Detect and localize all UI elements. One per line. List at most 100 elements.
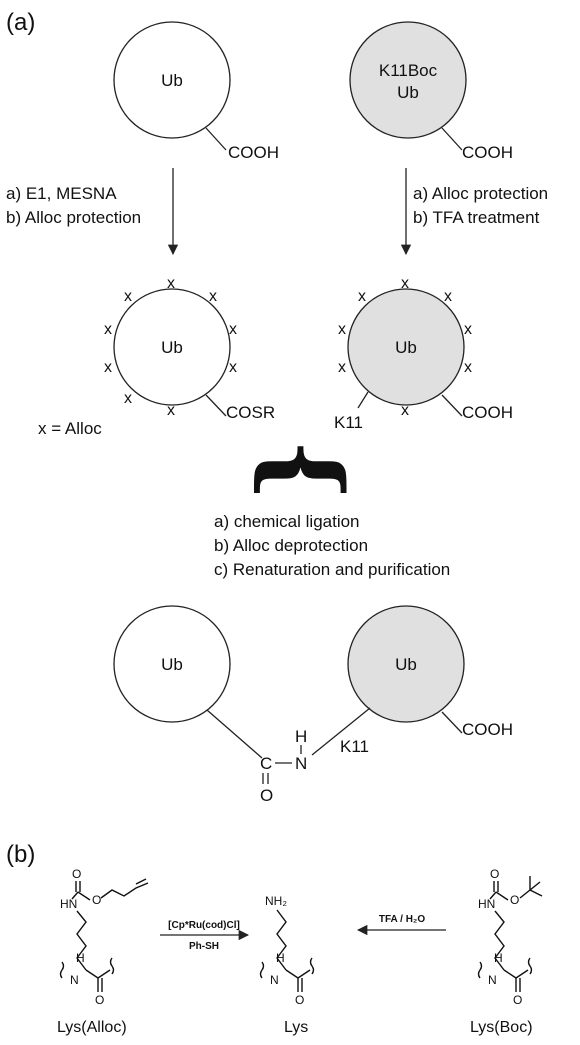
- atom-o: O: [92, 893, 101, 907]
- ub-label: Ub: [397, 83, 419, 102]
- k11-label: K11: [340, 737, 369, 756]
- carbonyl-o: O: [260, 786, 273, 805]
- ub-circle-grey: [347, 288, 465, 406]
- atom-h: H: [494, 951, 503, 965]
- tbu-methyl: [529, 889, 543, 897]
- ub-circle-white: [113, 21, 231, 139]
- ub-k11boc-top: K11Boc Ub COOH: [349, 21, 513, 162]
- alloc-mark: x: [104, 359, 112, 376]
- lys-boc-name: Lys(Boc): [470, 1019, 533, 1036]
- left-step-2: b) Alloc protection: [6, 208, 141, 227]
- amide-h: H: [295, 727, 307, 746]
- ligation-step-2: b) Alloc deprotection: [214, 536, 368, 555]
- alloc-mark: x: [444, 288, 452, 305]
- cooh-label: COOH: [462, 143, 513, 162]
- merge-brace: }: [236, 438, 354, 502]
- k11boc-label: K11Boc: [379, 61, 438, 80]
- ub-label: Ub: [395, 338, 417, 357]
- atom-n: N: [270, 973, 279, 987]
- c-term-line: [441, 711, 463, 734]
- c-term-line: [441, 394, 463, 417]
- atom-hn: HN: [478, 897, 495, 911]
- alloc-mark: x: [338, 359, 346, 376]
- n-to-ub-line: [311, 707, 371, 756]
- lys-alloc-structure: O HN O O H N: [59, 867, 149, 1007]
- atom-h: H: [276, 951, 285, 965]
- k11-label: K11: [334, 413, 363, 432]
- bond: [77, 891, 91, 901]
- c-term-line: [205, 394, 227, 417]
- right-step-1: a) Alloc protection: [413, 184, 548, 203]
- cooh-label: COOH: [228, 143, 279, 162]
- ligation-step-1: a) chemical ligation: [214, 512, 360, 531]
- k11-line: [357, 391, 369, 409]
- ub-circle-grey: [347, 605, 465, 723]
- allyl-chain: [100, 882, 149, 899]
- ub-circle-white: [113, 288, 231, 406]
- cosr-label: COSR: [226, 403, 275, 422]
- wavy-bond: [259, 961, 265, 979]
- reagent-ru: [Cp*Ru(cod)Cl]: [168, 920, 240, 931]
- atom-o: O: [72, 867, 81, 881]
- wavy-bond: [477, 961, 483, 979]
- reagent-tfa: TFA / H₂O: [379, 914, 426, 925]
- c-term-line: [441, 127, 463, 151]
- ligation-step-3: c) Renaturation and purification: [214, 560, 450, 579]
- atom-n: N: [488, 973, 497, 987]
- alloc-mark: x: [167, 275, 175, 292]
- alloc-mark: x: [124, 288, 132, 305]
- alloc-mark: x: [464, 321, 472, 338]
- alloc-mark: x: [209, 288, 217, 305]
- ub-label: Ub: [161, 338, 183, 357]
- right-step-2: b) TFA treatment: [413, 208, 540, 227]
- tbu-methyl: [529, 881, 541, 891]
- k11-diubiquitin: Ub Ub COOH C N H K11 O: [113, 605, 513, 805]
- alloc-mark: x: [464, 359, 472, 376]
- cooh-label: COOH: [462, 720, 513, 739]
- ub-label: Ub: [395, 655, 417, 674]
- wavy-bond: [309, 957, 315, 975]
- backbone: [85, 969, 111, 979]
- allyl-double-bond: [135, 878, 147, 885]
- bond: [489, 891, 497, 900]
- backbone: [503, 969, 529, 979]
- ub-left-top: Ub COOH: [113, 21, 279, 162]
- lys-boc-structure: O HN O O H N: [477, 867, 543, 1007]
- alloc-definition: x = Alloc: [38, 419, 102, 438]
- ub-label: Ub: [161, 655, 183, 674]
- lys-name: Lys: [284, 1019, 308, 1036]
- atom-nh2: NH₂: [265, 894, 287, 908]
- cooh-label: COOH: [462, 403, 513, 422]
- lys-side-chain: [494, 910, 505, 971]
- atom-o: O: [295, 993, 304, 1007]
- wavy-bond: [527, 957, 533, 975]
- alloc-mark: x: [401, 402, 409, 419]
- atom-hn: HN: [60, 897, 77, 911]
- bond: [495, 891, 509, 901]
- ub-circle-white: [113, 605, 231, 723]
- lys-side-chain: [76, 910, 87, 971]
- alloc-mark: x: [167, 402, 175, 419]
- alloc-mark: x: [229, 321, 237, 338]
- wavy-bond: [109, 957, 115, 975]
- tbu-bond: [519, 889, 531, 899]
- bond: [71, 891, 79, 900]
- alloc-mark: x: [358, 288, 366, 305]
- ub-circle-grey: [349, 21, 467, 139]
- c-term-line: [205, 127, 227, 151]
- atom-o: O: [95, 993, 104, 1007]
- alloc-mark: x: [124, 390, 132, 407]
- lys-structure: NH₂ O H N: [259, 894, 315, 1007]
- ub-k11-protected: Ub x x x x x x x x K11 COOH: [334, 275, 513, 432]
- lys-alloc-name: Lys(Alloc): [57, 1019, 127, 1036]
- alloc-marks: x x x x x x x x: [338, 275, 472, 419]
- atom-h: H: [76, 951, 85, 965]
- left-step-1: a) E1, MESNA: [6, 184, 117, 203]
- alloc-mark: x: [229, 359, 237, 376]
- backbone: [285, 969, 311, 979]
- wavy-bond: [59, 961, 65, 979]
- panel-b-label: (b): [6, 841, 35, 868]
- lys-side-chain: [276, 909, 287, 971]
- carbonyl-c: C: [260, 754, 272, 773]
